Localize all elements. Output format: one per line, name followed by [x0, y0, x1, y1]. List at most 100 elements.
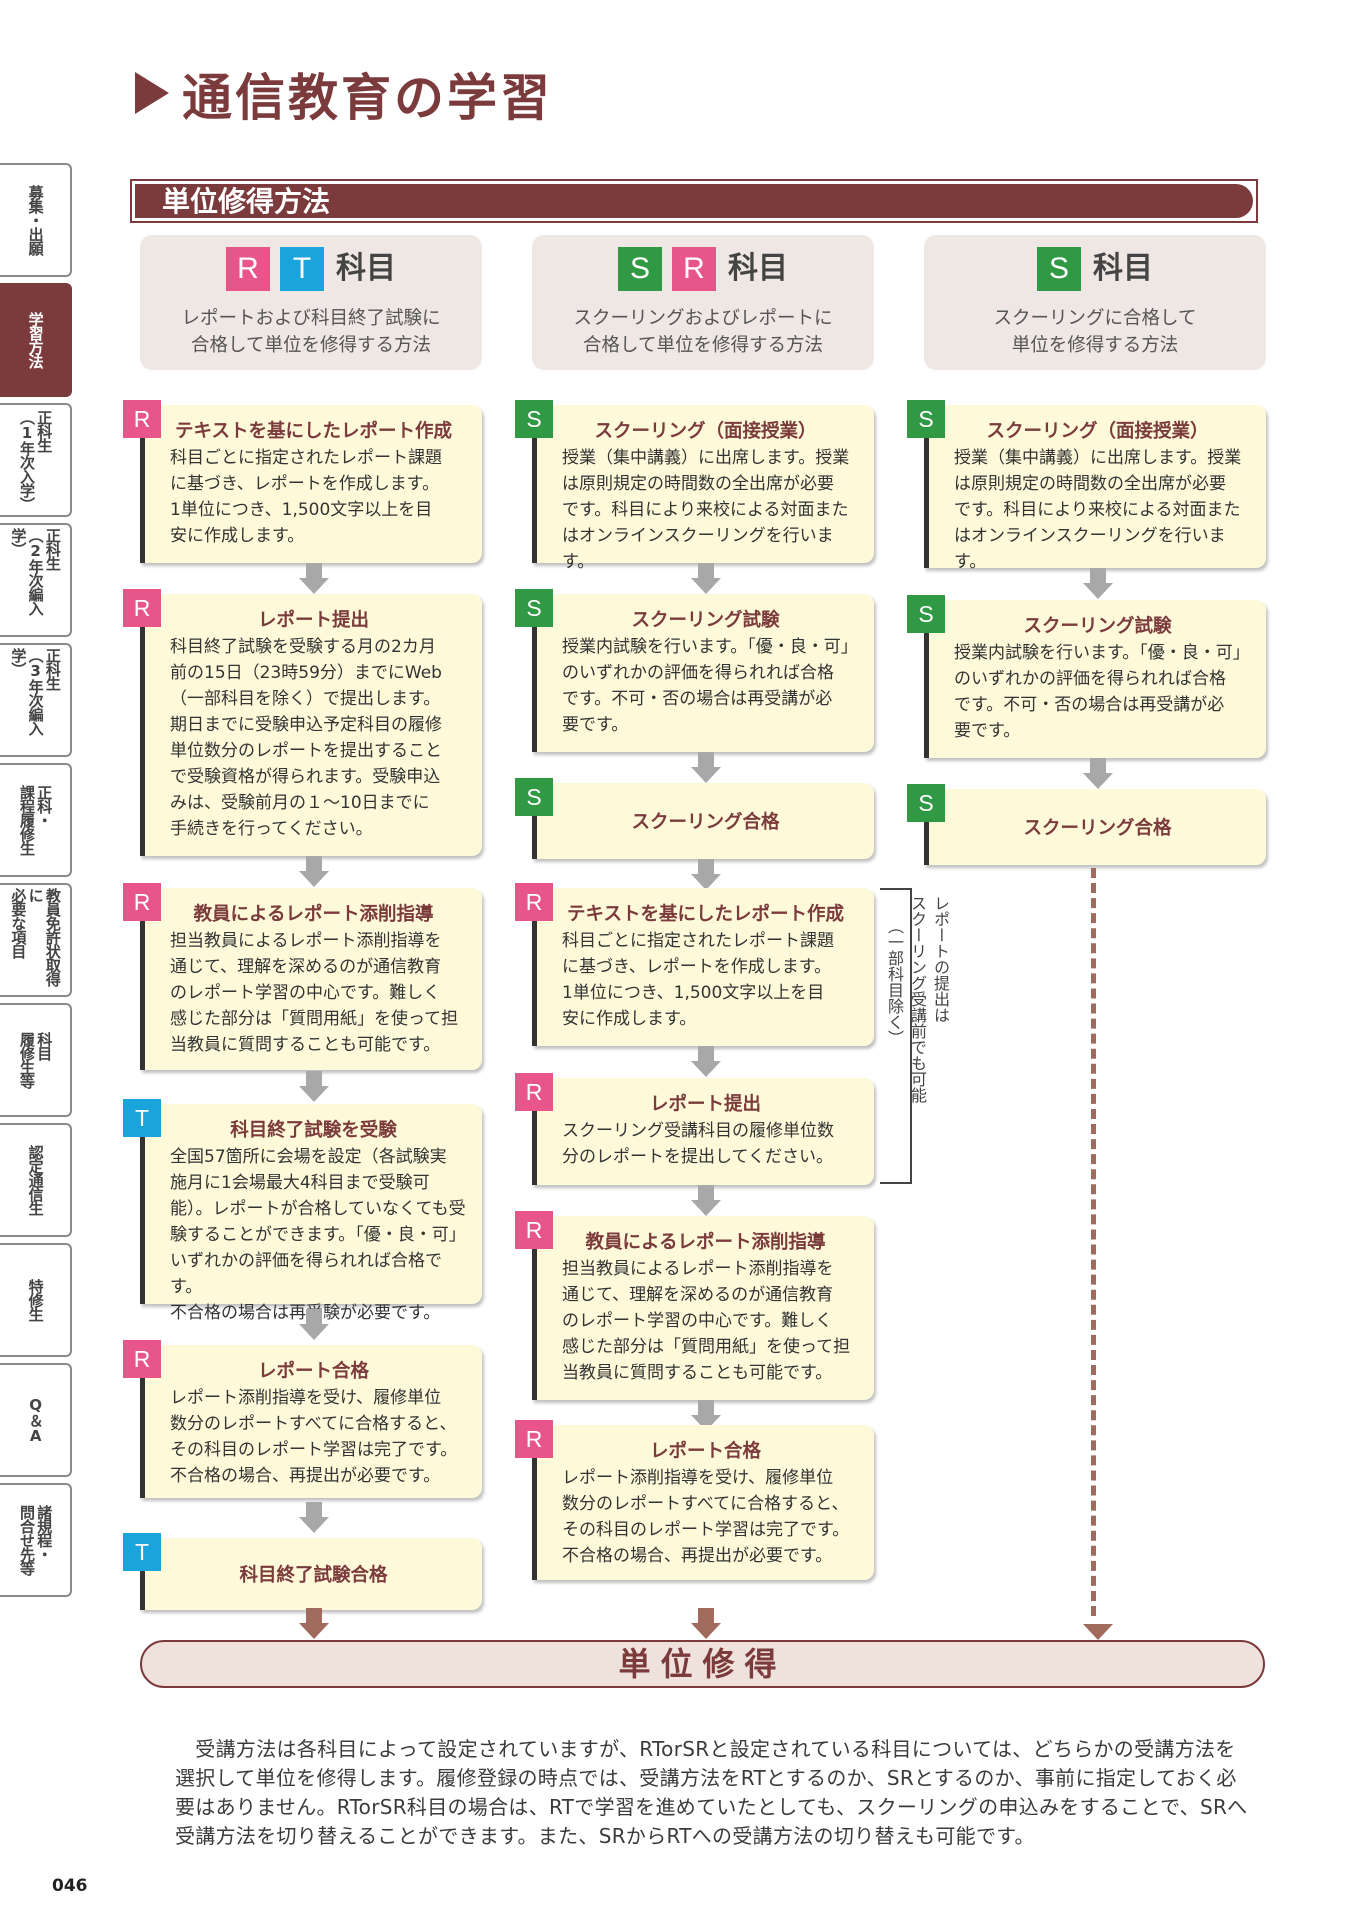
step-title: レポート提出	[649, 1094, 761, 1115]
down-arrow-icon	[299, 856, 329, 888]
step-type-badge: R	[123, 400, 161, 438]
step-body: レポート添削指導を受け、履修単位 数分のレポートすべてに合格すると、 その科目の…	[170, 1388, 458, 1486]
flow-step: S スクーリング試験授業内試験を行います。「優・良・可」 のいずれかの評価を得られ…	[907, 595, 1266, 758]
step-type-badge: S	[515, 400, 553, 438]
sidebar-tab-label: 正科生 （2年次編入学）	[9, 528, 62, 615]
column-desc: レポートおよび科目終了試験に 合格して単位を修得する方法	[181, 308, 441, 356]
badge-r: R	[226, 247, 270, 291]
badge-s: S	[1037, 247, 1081, 291]
page-number: 046	[52, 1876, 88, 1896]
step-title: スクーリング（面接授業）	[986, 421, 1209, 442]
step-type-badge: R	[123, 883, 161, 921]
step-type-badge: R	[515, 883, 553, 921]
bracket-line	[880, 888, 912, 1184]
down-arrow-icon	[299, 1308, 329, 1341]
step-body: 担当教員によるレポート添削指導を 通じて、理解を深めるのが通信教育 のレポート学…	[170, 931, 459, 1055]
step-title: 科目終了試験を受験	[230, 1120, 397, 1141]
sidebar-tab-label: 学習方法	[26, 312, 45, 368]
down-arrow-icon	[691, 859, 721, 891]
sidebar-tab[interactable]: 正科生 （1年次入学）	[0, 403, 72, 517]
step-type-badge: R	[123, 1340, 161, 1378]
goal-label: 単位修得	[618, 1645, 787, 1683]
flow-step: R テキストを基にしたレポート作成科目ごとに指定されたレポート課題 に基づき、レポ…	[515, 883, 874, 1046]
step-type-badge: T	[123, 1099, 161, 1137]
column-desc: スクーリングおよびレポートに 合格して単位を修得する方法	[573, 308, 833, 356]
step-body: スクーリング受講科目の履修単位数 分のレポートを提出してください。	[562, 1121, 834, 1167]
down-arrow-icon	[1083, 758, 1113, 790]
column-header-sr: S R 科目 スクーリングおよびレポートに 合格して単位を修得する方法	[532, 235, 874, 370]
step-body: 科目ごとに指定されたレポート課題 に基づき、レポートを作成します。 1単位につき…	[562, 931, 834, 1029]
down-arrow-icon	[1083, 568, 1113, 600]
goal-banner: 単位修得	[140, 1640, 1265, 1688]
step-type-badge: S	[907, 595, 945, 633]
bracket-note-line2: スクーリング受講前でも可能	[908, 895, 927, 1103]
section-header-label: 単位修得方法	[162, 185, 331, 218]
step-title: スクーリング試験	[1023, 616, 1172, 637]
down-arrow-icon	[299, 1502, 329, 1534]
section-header: 単位修得方法	[130, 179, 1258, 223]
step-title: テキストを基にしたレポート作成	[567, 904, 844, 925]
sidebar-tab[interactable]: 学習方法	[0, 283, 72, 397]
step-body: 全国57箇所に会場を設定（各試験実 施月に1会場最大4科目まで受験可 能）。レポ…	[170, 1147, 466, 1323]
down-arrow-icon	[299, 1071, 329, 1103]
flow-step: R 教員によるレポート添削指導担当教員によるレポート添削指導を 通じて、理解を深め…	[123, 883, 482, 1070]
step-title: スクーリング（面接授業）	[594, 421, 817, 442]
sidebar-tab[interactable]: 正科・ 課程履修生	[0, 763, 72, 877]
sidebar-tab[interactable]: 募集・出願	[0, 163, 72, 277]
sidebar-tab[interactable]: 認定通信生	[0, 1123, 72, 1237]
step-body: 科目終了試験を受験する月の2カ月 前の15日（23時59分）までにWeb （一部…	[170, 637, 442, 839]
down-arrow-icon	[691, 563, 721, 595]
step-type-badge: R	[515, 1073, 553, 1111]
bracket-note-line3: （一部科目除く）	[885, 918, 904, 1046]
step-type-badge: R	[123, 589, 161, 627]
sidebar-tab-label: 正科生 （3年次編入学）	[9, 648, 62, 735]
column-badges: S 科目	[924, 247, 1266, 291]
badge-r: R	[672, 247, 716, 291]
column-badges: S R 科目	[532, 247, 874, 291]
flow-step: T 科目終了試験を受験全国57箇所に会場を設定（各試験実 施月に1会場最大4科目ま…	[123, 1099, 482, 1323]
sidebar-tab[interactable]: 正科生 （2年次編入学）	[0, 523, 72, 637]
step-title: スクーリング合格	[1023, 818, 1172, 839]
dotted-flow-line	[1091, 868, 1096, 1616]
sidebar-tab[interactable]: 科目 履修生等	[0, 1003, 72, 1117]
step-body: レポート添削指導を受け、履修単位 数分のレポートすべてに合格すると、 その科目の…	[562, 1468, 850, 1566]
badge-t: T	[280, 247, 324, 291]
column-badges: R T 科目	[140, 247, 482, 291]
goal-arrow-icon	[1083, 1608, 1113, 1640]
step-body: 授業内試験を行います。「優・良・可」 のいずれかの評価を得られれば合格 です。不…	[954, 643, 1250, 741]
page-title: 通信教育の学習	[182, 69, 553, 127]
sidebar-tab[interactable]: 教員免許状取得に 必要な項目	[0, 883, 72, 997]
step-type-badge: S	[515, 778, 553, 816]
step-body: 授業（集中講義）に出席します。授業 は原則規定の時間数の全出席が必要 です。科目…	[954, 448, 1242, 572]
sidebar-tab[interactable]: Q＆A	[0, 1363, 72, 1477]
step-title: スクーリング試験	[631, 610, 780, 631]
footnote-text: 受講方法は各科目によって設定されていますが、RTorSRと設定されている科目につ…	[175, 1737, 1248, 1848]
step-title: 教員によるレポート添削指導	[585, 1232, 826, 1253]
sidebar-tab[interactable]: 特修生	[0, 1243, 72, 1357]
step-title: 教員によるレポート添削指導	[193, 904, 434, 925]
sidebar-tab[interactable]: 正科生 （3年次編入学）	[0, 643, 72, 757]
step-title: 科目終了試験合格	[239, 1565, 388, 1586]
step-type-badge: S	[515, 589, 553, 627]
step-body: 科目ごとに指定されたレポート課題 に基づき、レポートを作成します。 1単位につき…	[170, 448, 442, 546]
sidebar-tab-label: 教員免許状取得に 必要な項目	[9, 888, 62, 986]
column-kamoku: 科目	[1093, 251, 1153, 286]
step-type-badge: R	[515, 1211, 553, 1249]
column-desc: スクーリングに合格して 単位を修得する方法	[993, 308, 1197, 356]
step-title: レポート合格	[257, 1361, 369, 1382]
sidebar-tab-label: 諸規程・ 問合せ先等	[18, 1505, 54, 1575]
sidebar-tab-label: 特修生	[26, 1279, 45, 1321]
step-type-badge: R	[515, 1420, 553, 1458]
bracket-note-line1: レポートの提出は	[931, 895, 950, 1023]
badge-s: S	[618, 247, 662, 291]
goal-arrow-icon	[299, 1608, 329, 1640]
sidebar-tab[interactable]: 諸規程・ 問合せ先等	[0, 1483, 72, 1597]
